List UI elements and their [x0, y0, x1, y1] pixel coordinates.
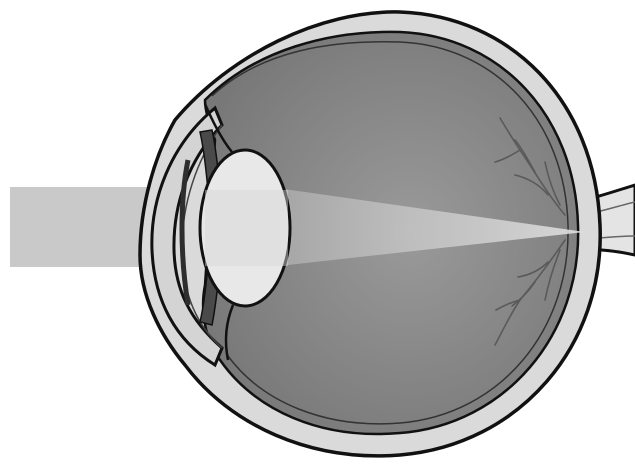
lens-highlight-beam: [205, 190, 288, 266]
